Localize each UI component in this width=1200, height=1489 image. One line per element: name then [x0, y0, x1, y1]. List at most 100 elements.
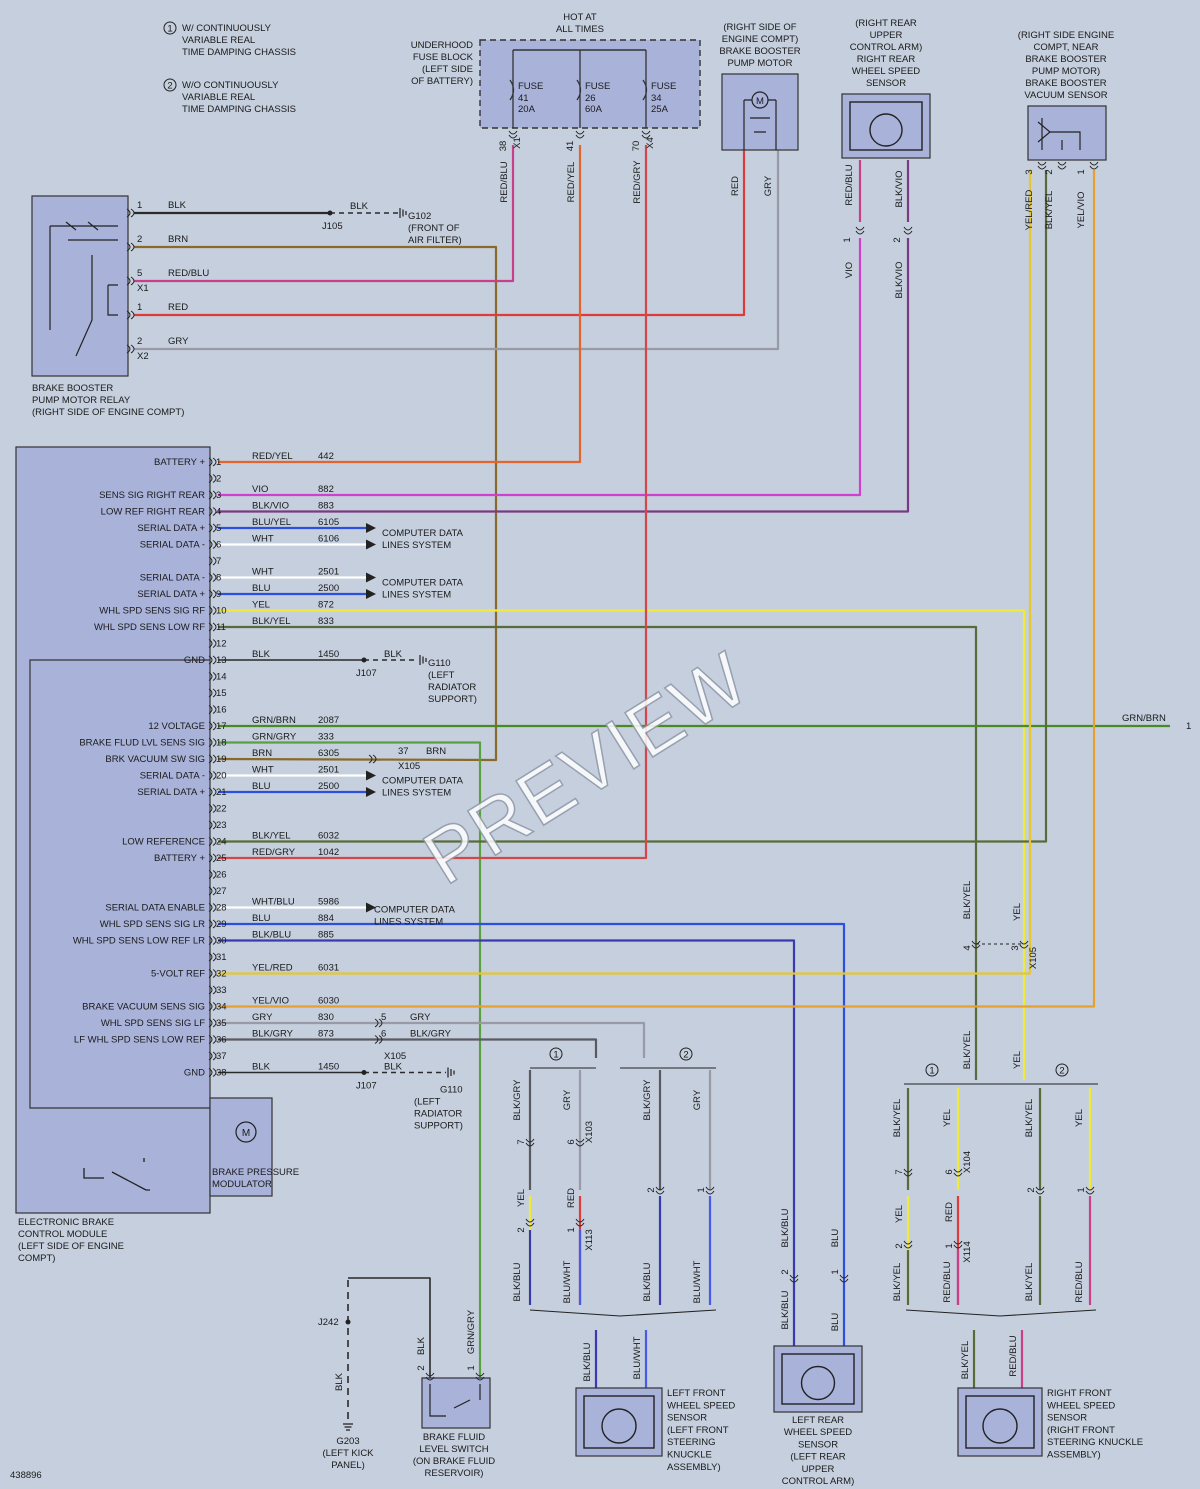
- ebcm-pin-23: 23: [216, 820, 227, 831]
- lf-pin-top-2: 2: [646, 1187, 657, 1192]
- fluid-switch-label-2: (ON BRAKE FLUID: [413, 1456, 495, 1467]
- lf-bottom-label-1: BLU/WHT: [562, 1260, 573, 1303]
- ebcm-pin-20: 20: [216, 771, 227, 782]
- rf-pin-mid-1: 1: [944, 1243, 955, 1248]
- ebcm-plug-14: [208, 672, 217, 681]
- left-front-wheel-speed-sensor-rotor: [601, 1408, 637, 1444]
- ebcm-wire-color-32: YEL/RED: [252, 963, 293, 974]
- pump-motor-internal: [743, 99, 777, 150]
- rf-option-1-num: 1: [929, 1066, 934, 1077]
- lf-bottom-label-0: BLK/BLU: [512, 1262, 523, 1301]
- g102-wire-color: BLK: [350, 201, 369, 212]
- lf-pin-top-1: 6: [566, 1139, 577, 1144]
- g110-ground-icon-b: [447, 1067, 455, 1078]
- brake-booster-vacuum-sensor: [1027, 105, 1107, 161]
- fuse-26-rating: 60A: [585, 104, 603, 115]
- g110-loc-a-1: RADIATOR: [428, 682, 476, 693]
- ebcm-plug-22: [208, 804, 217, 813]
- ebcm-wire-color-11: BLK/YEL: [252, 616, 291, 627]
- relay-pin-1: 2: [137, 234, 142, 245]
- x105-pin-5: 5: [381, 1012, 386, 1023]
- g110-wire-color-b: BLK: [384, 1062, 403, 1073]
- ebcm-pin-name-1: BATTERY +: [154, 457, 205, 468]
- wire-pin34-yelvio: [218, 170, 1096, 1008]
- fuse-34-number: 34: [651, 93, 662, 104]
- ebcm-circuit-34: 6030: [318, 996, 339, 1007]
- rf-mid-label-1: RED: [944, 1202, 955, 1222]
- ebcm-pin-name-9: SERIAL DATA +: [137, 589, 205, 600]
- ebcm-pin-21: 21: [216, 787, 227, 798]
- vacuum-sensor-label-0: (RIGHT SIDE ENGINE: [1018, 30, 1114, 41]
- rf-top-label-2: BLK/YEL: [1024, 1099, 1035, 1138]
- splice-j107-a: J107: [356, 668, 377, 679]
- ebcm-pin-name-24: LOW REFERENCE: [122, 837, 205, 848]
- lf-option-1: [549, 1047, 563, 1061]
- ebcm-pin-22: 22: [216, 804, 227, 815]
- rr-sensor-label-2: CONTROL ARM): [850, 42, 922, 53]
- ebcm-plug-33: [208, 985, 217, 995]
- ebcm-circuit-25: 1042: [318, 847, 339, 858]
- ebcm-pin-31: 31: [216, 952, 227, 963]
- ebcm-pin-13: 13: [216, 655, 227, 666]
- ebcm-pin-name-17: 12 VOLTAGE: [148, 721, 205, 732]
- ebcm-plug-25: [208, 853, 217, 863]
- rr-sensor-label-3: RIGHT REAR: [857, 54, 916, 65]
- vacuum-sensor-label-1: COMPT, NEAR: [1034, 42, 1099, 53]
- rr-wire-top-0: RED/BLU: [844, 164, 855, 205]
- ebcm-pin-name-25: BATTERY +: [154, 853, 205, 864]
- rr-plug-2: [903, 226, 913, 235]
- lf-top-label-3: GRY: [692, 1089, 703, 1110]
- lf-sensor-label-1: WHEEL SPEED: [667, 1400, 735, 1411]
- footnote-marker-1-num: 1: [167, 24, 172, 35]
- data-lines-c-0: COMPUTER DATA: [382, 776, 464, 787]
- ebcm-plug-3: [208, 490, 217, 500]
- right-front-wheel-speed-sensor: [957, 1387, 1043, 1457]
- ebcm-plug-20: [208, 771, 217, 780]
- fluid-plug-1: [475, 1372, 485, 1381]
- lr-wire-label-3: BLU: [830, 1313, 841, 1332]
- ebcm-pin-name-5: SERIAL DATA +: [137, 523, 205, 534]
- ebcm-wire-color-13: BLK: [252, 649, 271, 660]
- brake-pressure-modulator: [209, 1097, 273, 1197]
- rf-x105-wire-0: BLK/YEL: [962, 881, 973, 920]
- vacuum-plug-3: [1037, 161, 1047, 170]
- wire-relay-redblu: [134, 145, 515, 283]
- relay-internal: [49, 221, 118, 357]
- ebcm-plug-11: [208, 622, 217, 632]
- ebcm-wire-color-18: GRN/GRY: [252, 732, 297, 743]
- fluid-switch-label-1: LEVEL SWITCH: [419, 1444, 488, 1455]
- lf-sensor-label-6: ASSEMBLY): [667, 1462, 721, 1473]
- rr-sensor-label-4: WHEEL SPEED: [852, 66, 920, 77]
- relay-pin-4: 2: [137, 336, 142, 347]
- rr-pin-1: 1: [842, 237, 853, 242]
- rr-sensor-label-5: SENSOR: [866, 78, 906, 89]
- lf-conn-mid: X113: [584, 1229, 595, 1250]
- vacuum-sensor-label-4: BRAKE BOOSTER: [1025, 78, 1106, 89]
- ebcm-plug-16: [208, 705, 217, 714]
- ebcm-pin-9: 9: [216, 589, 221, 600]
- ebcm-pin-32: 32: [216, 969, 227, 980]
- wire-pin3-vio: [218, 238, 862, 497]
- data-arrow-d: [366, 589, 376, 599]
- ebcm-pin-name-18: BRAKE FLUD LVL SENS SIG: [79, 738, 205, 749]
- rf-plug-f: [953, 1240, 963, 1249]
- g203-loc-1: PANEL): [331, 1460, 365, 1471]
- wire-pin4-blkvio: [218, 238, 910, 513]
- ebcm-pin-name-19: BRK VACUUM SW SIG: [105, 754, 205, 765]
- ebcm-plug-7: [208, 556, 217, 566]
- relay-conn-4: X2: [137, 351, 149, 362]
- fuse-plug-2: [641, 130, 651, 139]
- rf-pin-top-3: 1: [1076, 1187, 1087, 1192]
- ebcm-wire-color-21: BLU: [252, 781, 271, 792]
- g110-ground-icon-a: [419, 655, 427, 665]
- ebcm-pin-4: 4: [216, 507, 221, 518]
- ebcm-plug-34: [208, 1002, 217, 1011]
- ebcm-circuit-4: 883: [318, 501, 334, 512]
- splice-j107-dot-a: [361, 657, 367, 663]
- right-rear-wheel-speed-sensor: [841, 93, 931, 159]
- fuse-41-conn: X1: [512, 137, 523, 149]
- ebcm-pin-29: 29: [216, 919, 227, 930]
- fuse-34-name: FUSE: [651, 81, 676, 92]
- wire-pin11-blkyel: [218, 625, 978, 1080]
- rr-wire-bottom-0: VIO: [844, 262, 855, 278]
